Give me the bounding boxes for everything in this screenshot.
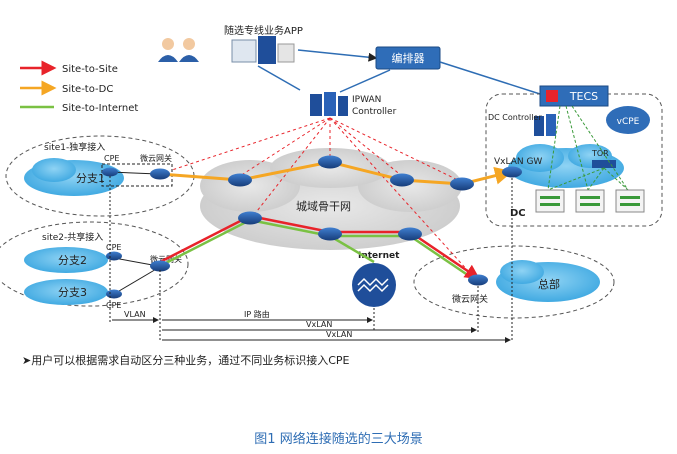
router-icon (238, 211, 262, 225)
site1-gateway-label: 微云网关 (140, 153, 172, 163)
footnote: ➤用户可以根据需求自动区分三种业务，通过不同业务标识接入CPE (22, 354, 350, 367)
users-icon (158, 38, 199, 62)
router-icon (502, 166, 522, 178)
dc-servers (535, 189, 645, 213)
vcpe-cloud: vCPE (606, 106, 650, 134)
site2-title: site2-共享接入 (42, 231, 103, 243)
dc-controller-icon (534, 114, 556, 136)
range-guides (109, 176, 513, 342)
router-icon (450, 177, 474, 191)
site2-branch3-cloud (24, 279, 108, 305)
router-icon (150, 168, 170, 180)
hq-label: 总部 (538, 277, 560, 291)
orchestrator-box: 编排器 (375, 46, 441, 70)
tor-label: TOR (591, 149, 609, 158)
site2-cpe1-label: CPE (106, 243, 121, 252)
site1-cpe-label: CPE (104, 154, 119, 163)
server-icon (615, 189, 645, 213)
vxlan-label-2: VxLAN (326, 330, 352, 339)
router-icon (318, 227, 342, 241)
dc-label: DC (510, 208, 526, 219)
tecs-label: TECS (569, 90, 598, 103)
app-to-controller-link (257, 65, 301, 91)
server-icon (575, 189, 605, 213)
site1-branch-cloud (24, 158, 124, 196)
site-to-internet-drop (329, 234, 375, 264)
legend: Site-to-Site Site-to-DC Site-to-Internet (20, 60, 138, 114)
router-icon (468, 274, 488, 286)
app-title: 随选专线业务APP (224, 24, 303, 37)
site2-cpe2-link (113, 267, 159, 295)
hq-gateway-label: 微云网关 (452, 293, 488, 305)
site2-branch2-label: 分支2 (58, 254, 87, 267)
internet-icon (352, 263, 396, 307)
ipwan-controller-icon (310, 92, 348, 116)
router-icon (102, 167, 118, 177)
internet-label: Internet (358, 251, 400, 261)
site2-branch2-cloud (24, 247, 108, 273)
router-icon (150, 260, 170, 272)
tor-switch-icon (592, 160, 616, 168)
dc-controller-label: DC Controller (488, 113, 542, 122)
site2-cpe2-label: CPE (106, 301, 121, 310)
router-icon (318, 155, 342, 169)
router-icon (106, 251, 122, 261)
legend-site-to-site: Site-to-Site (62, 64, 118, 75)
controller-links (171, 117, 479, 283)
site1-branch-label: 分支1 (76, 172, 105, 185)
vxlan-label-1: VxLAN (306, 320, 332, 329)
vm-links (547, 105, 629, 191)
router-icon (398, 227, 422, 241)
vcpe-label: vCPE (617, 117, 640, 127)
app-to-orchestrator-link (297, 49, 378, 62)
router-icon (106, 289, 122, 299)
vlan-label: VLAN (124, 310, 146, 319)
router-icon (390, 173, 414, 187)
tecs-box: TECS (539, 85, 609, 107)
legend-site-to-internet: Site-to-Internet (62, 103, 138, 114)
orchestrator-to-tecs-link (439, 61, 541, 95)
ip-route-label: IP 路由 (244, 309, 270, 319)
site1-title: site1-独享接入 (44, 141, 105, 153)
orchestrator-to-ipwan-link (339, 69, 391, 93)
legend-site-to-dc: Site-to-DC (62, 84, 113, 95)
orchestrator-label: 编排器 (392, 51, 425, 65)
app-server-icon (231, 36, 295, 64)
router-icon (228, 173, 252, 187)
ipwan-label-line2: Controller (352, 107, 397, 117)
hq-region (413, 245, 615, 319)
ipwan-label-line1: IPWAN (352, 95, 381, 105)
site2-region (0, 221, 189, 307)
site1-cpe-link (109, 171, 159, 175)
hq-cloud (496, 260, 600, 302)
site2-branch3-label: 分支3 (58, 286, 87, 299)
vxlan-gw-label: VxLAN GW (494, 157, 542, 167)
figure-caption: 图1 网络连接随选的三大场景 (254, 432, 423, 447)
server-icon (535, 189, 565, 213)
backbone-label: 城域骨干网 (296, 200, 351, 213)
